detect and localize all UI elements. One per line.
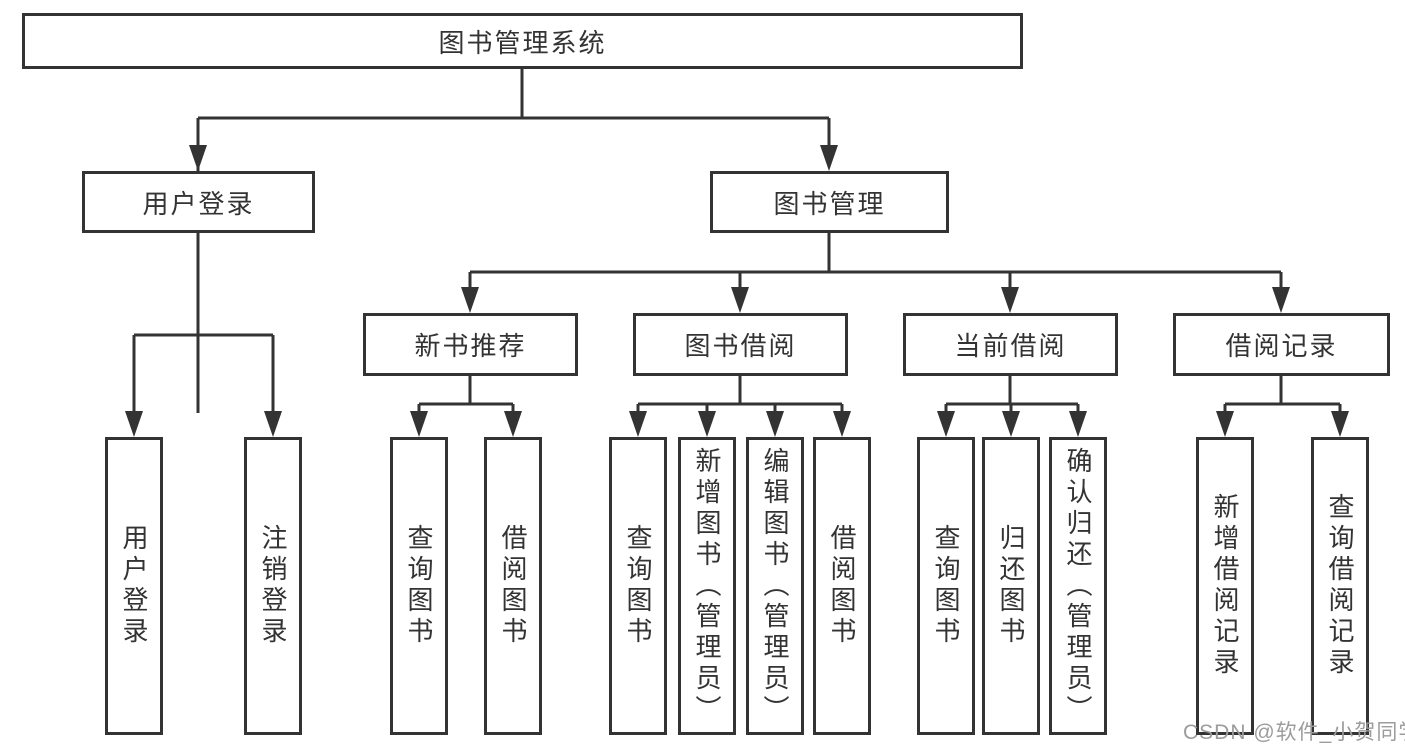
leaf-label: 查询图书 (931, 524, 961, 648)
node-library-management-system: 图书管理系统 (22, 13, 1023, 69)
leaf-user-login: 用户登录 (105, 437, 163, 735)
node-book-management: 图书管理 (710, 171, 949, 233)
leaf-label: 编辑图书（管理员） (760, 446, 790, 726)
arrowheads (125, 145, 1349, 437)
node-book-borrowing: 图书借阅 (633, 313, 848, 376)
leaf-add-books-admin: 新增图书（管理员） (678, 437, 736, 735)
node-new-book-recommendation: 新书推荐 (363, 313, 578, 376)
leaf-query-books-recommend: 查询图书 (390, 437, 448, 735)
leaf-label: 新增图书（管理员） (692, 446, 722, 726)
node-label: 用户登录 (142, 188, 255, 219)
leaf-label: 注销登录 (258, 524, 288, 648)
leaf-label: 归还图书 (996, 524, 1026, 648)
leaf-query-books-current: 查询图书 (917, 437, 975, 735)
leaf-label: 查询借阅记录 (1325, 493, 1355, 679)
leaf-return-books: 归还图书 (982, 437, 1040, 735)
node-label: 图书管理系统 (438, 27, 607, 58)
leaf-label: 借阅图书 (498, 524, 528, 648)
node-user-login: 用户登录 (82, 171, 315, 233)
leaf-label: 确认归还（管理员） (1063, 446, 1093, 726)
leaf-query-books-borrowing: 查询图书 (609, 437, 667, 735)
leaf-label: 查询图书 (404, 524, 434, 648)
leaf-borrow-books-recommend: 借阅图书 (484, 437, 542, 735)
node-label: 图书借阅 (684, 331, 797, 361)
leaf-label: 新增借阅记录 (1210, 493, 1240, 679)
leaf-label: 借阅图书 (827, 524, 857, 648)
leaf-confirm-return-admin: 确认归还（管理员） (1049, 437, 1107, 735)
leaf-query-borrowing-record: 查询借阅记录 (1311, 437, 1369, 735)
leaf-edit-books-admin: 编辑图书（管理员） (746, 437, 804, 735)
csdn-watermark: CSDN @软件_小贺同学 (1183, 721, 1405, 744)
node-label: 图书管理 (773, 188, 886, 219)
node-borrowing-records: 借阅记录 (1173, 313, 1390, 376)
leaf-borrow-books-borrowing: 借阅图书 (813, 437, 871, 735)
node-current-borrowing: 当前借阅 (903, 313, 1118, 376)
node-label: 当前借阅 (954, 331, 1067, 361)
leaf-label: 用户登录 (119, 524, 149, 648)
leaf-add-borrowing-record: 新增借阅记录 (1196, 437, 1254, 735)
node-label: 新书推荐 (414, 331, 527, 361)
leaf-label: 查询图书 (623, 524, 653, 648)
node-label: 借阅记录 (1225, 331, 1338, 361)
leaf-logout: 注销登录 (244, 437, 302, 735)
